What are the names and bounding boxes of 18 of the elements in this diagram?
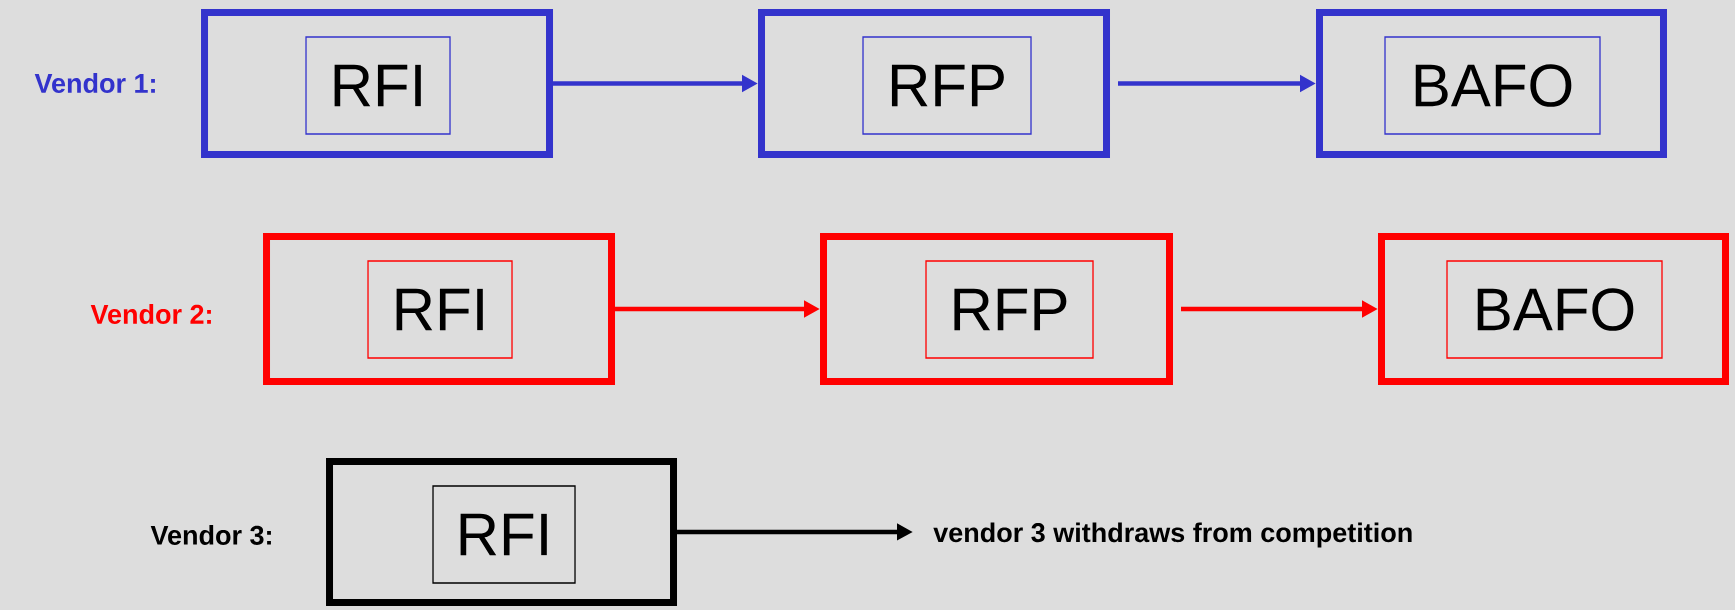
note-text: vendor 3 withdraws from competition	[933, 522, 1412, 548]
row-label: Vendor 2:	[90, 304, 211, 324]
label-box: RFI	[305, 36, 451, 135]
row-label: Vendor 1:	[34, 73, 155, 93]
stage-box	[1378, 233, 1729, 385]
label-box: BAFO	[1446, 260, 1663, 359]
stage-box	[758, 9, 1110, 158]
stage-box	[326, 458, 677, 606]
stage-box	[201, 9, 553, 158]
label-box: RFP	[925, 260, 1094, 359]
label-box: BAFO	[1384, 36, 1601, 135]
stage-box	[263, 233, 615, 385]
label-box: RFI	[367, 260, 513, 359]
stage-box	[820, 233, 1173, 385]
label-box: RFP	[862, 36, 1032, 135]
row-label: Vendor 3:	[150, 525, 271, 545]
label-box: RFI	[432, 485, 576, 584]
stage-box	[1316, 9, 1667, 158]
